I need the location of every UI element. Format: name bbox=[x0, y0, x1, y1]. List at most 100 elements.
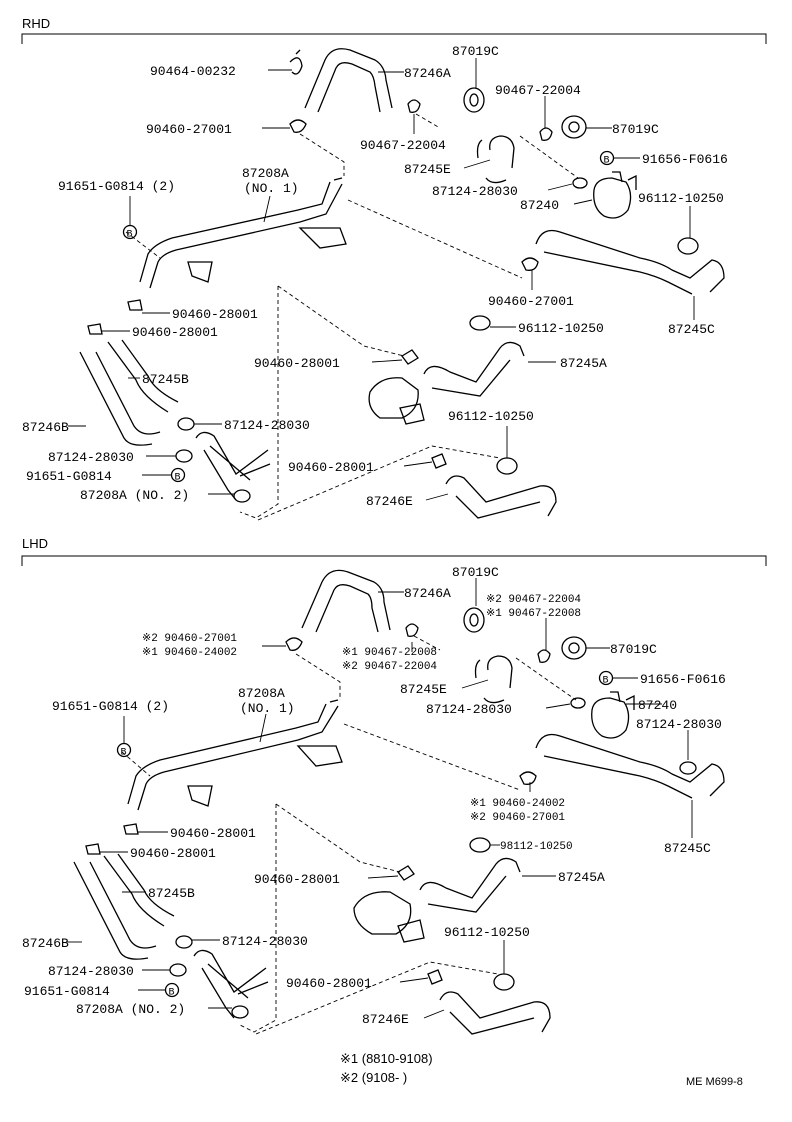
hose-87245A bbox=[423, 341, 525, 397]
part-label: 91651-G0814 (2) bbox=[58, 179, 175, 194]
part-label: 91651-G0814 bbox=[26, 469, 112, 484]
badge-b-91651-G0814 bbox=[164, 982, 180, 998]
hose-87245B bbox=[107, 339, 179, 413]
clamp-87124-28030-a bbox=[570, 697, 586, 709]
pipe-87208A-no2 bbox=[195, 431, 271, 501]
section-rhd: RHD bbox=[21, 16, 767, 521]
leader-line bbox=[545, 703, 571, 709]
part-label: 87245C bbox=[664, 841, 711, 856]
clamp-87124-28030-d bbox=[169, 963, 187, 977]
dash-line bbox=[295, 653, 341, 700]
page-code: ME M699-8 bbox=[686, 1076, 743, 1088]
part-label: 90467-22004 bbox=[360, 138, 446, 153]
dash-line bbox=[239, 286, 279, 519]
part-label: 87246B bbox=[22, 420, 69, 435]
part-label: ※1 90460-24002 bbox=[142, 647, 237, 659]
clamp-98112-10250 bbox=[469, 837, 491, 853]
rhd-part-labels: 90464-00232 87246A 87019C 90467-22004 90… bbox=[22, 44, 728, 509]
part-label: 87245C bbox=[668, 322, 715, 337]
badge-letter: B bbox=[604, 156, 610, 167]
part-label: 87019C bbox=[610, 642, 657, 657]
dash-line bbox=[347, 199, 523, 279]
part-label: 87246E bbox=[366, 494, 413, 509]
grommet-87019C-b bbox=[561, 115, 587, 139]
leader-line bbox=[461, 679, 489, 689]
dash-line bbox=[415, 113, 441, 129]
part-label: 87245A bbox=[558, 870, 605, 885]
clamp-90467-22004-a bbox=[407, 99, 421, 113]
section-title-lhd: LHD bbox=[22, 536, 48, 551]
part-label: 87124-28030 bbox=[432, 184, 518, 199]
section-bracket-lhd bbox=[21, 555, 767, 566]
valve-87240 bbox=[591, 691, 635, 739]
grommet-87019C-a bbox=[463, 607, 485, 633]
dash-line bbox=[255, 961, 499, 1035]
lhd-part-drawings bbox=[73, 569, 725, 1035]
part-label: 87240 bbox=[638, 698, 677, 713]
leader-line bbox=[423, 1009, 445, 1019]
part-label: 87208A (NO. 2) bbox=[80, 488, 189, 503]
lhd-badges: B B B bbox=[116, 670, 614, 999]
part-label: 91651-G0814 (2) bbox=[52, 699, 169, 714]
dash-line bbox=[343, 723, 521, 791]
badge-letter: B bbox=[127, 230, 133, 241]
clip-90460-28001-c bbox=[401, 349, 419, 365]
part-label: 87019C bbox=[612, 122, 659, 137]
part-label: 87124-28030 bbox=[48, 450, 134, 465]
valve-body-center bbox=[368, 377, 425, 425]
leader-line bbox=[573, 199, 593, 205]
grommet-87019C-a-inner bbox=[469, 613, 479, 627]
part-label: 87245E bbox=[400, 682, 447, 697]
part-label: 91656-F0616 bbox=[642, 152, 728, 167]
part-label: 98112-10250 bbox=[500, 841, 573, 853]
bracket-87208A-no1 bbox=[187, 227, 347, 283]
clamp-87124-28030-a bbox=[572, 177, 588, 189]
badge-letter: B bbox=[175, 473, 181, 484]
clip-90460-28001-c bbox=[397, 865, 415, 881]
part-label: ※2 90460-27001 bbox=[470, 812, 565, 824]
part-label: 87124-28030 bbox=[48, 964, 134, 979]
part-label: 87124-28030 bbox=[224, 418, 310, 433]
part-label: 96112-10250 bbox=[448, 409, 534, 424]
part-label: 90460-28001 bbox=[132, 325, 218, 340]
grommet-87019C-a-inner bbox=[469, 93, 479, 107]
pipe-87208A-no2-end bbox=[233, 489, 251, 503]
part-label: 96112-10250 bbox=[518, 321, 604, 336]
part-label: 90460-28001 bbox=[286, 976, 372, 991]
grommet-87019C-a bbox=[463, 87, 485, 113]
leader-line bbox=[367, 875, 399, 879]
part-label: 87240 bbox=[520, 198, 559, 213]
hose-87246A bbox=[301, 569, 391, 633]
part-label: 87246B bbox=[22, 936, 69, 951]
hose-87245E bbox=[476, 135, 515, 184]
hose-87246A bbox=[304, 48, 393, 113]
part-label: 87019C bbox=[452, 44, 499, 59]
part-label: 90460-28001 bbox=[170, 826, 256, 841]
dash-line bbox=[125, 231, 161, 259]
clamp-87124-28030-b bbox=[679, 761, 697, 775]
part-label: ※2 90467-22004 bbox=[486, 594, 581, 606]
dash-line bbox=[277, 285, 405, 357]
pipe-87208A-no1 bbox=[127, 699, 339, 811]
dash-line bbox=[299, 133, 345, 176]
footer: ※1 (8810-9108) ※2 (9108- ) ME M699-8 bbox=[340, 1051, 743, 1088]
hose-87246B bbox=[73, 861, 157, 960]
badge-letter: B bbox=[169, 988, 175, 999]
part-label: 87208A bbox=[242, 166, 289, 181]
dash-line bbox=[237, 804, 277, 1033]
part-label: ※2 90467-22004 bbox=[342, 661, 437, 673]
part-label: 90460-28001 bbox=[254, 872, 340, 887]
leader-line bbox=[403, 461, 433, 467]
part-label: ※1 90460-24002 bbox=[470, 798, 565, 810]
part-label: 96112-10250 bbox=[638, 191, 724, 206]
badge-b-91651-G0814-2 bbox=[122, 224, 138, 240]
rhd-leader-lines bbox=[68, 58, 695, 501]
pipe-87208A-no1 bbox=[139, 177, 343, 289]
hose-87246E bbox=[445, 475, 557, 519]
clamp-96112-10250-a bbox=[677, 237, 699, 255]
part-label: ※1 90467-22008 bbox=[342, 647, 437, 659]
clamp-87124-28030-c bbox=[175, 449, 193, 463]
clip-90460-28001-d bbox=[427, 969, 443, 985]
part-label: 90460-28001 bbox=[130, 846, 216, 861]
part-label: 90460-27001 bbox=[146, 122, 232, 137]
